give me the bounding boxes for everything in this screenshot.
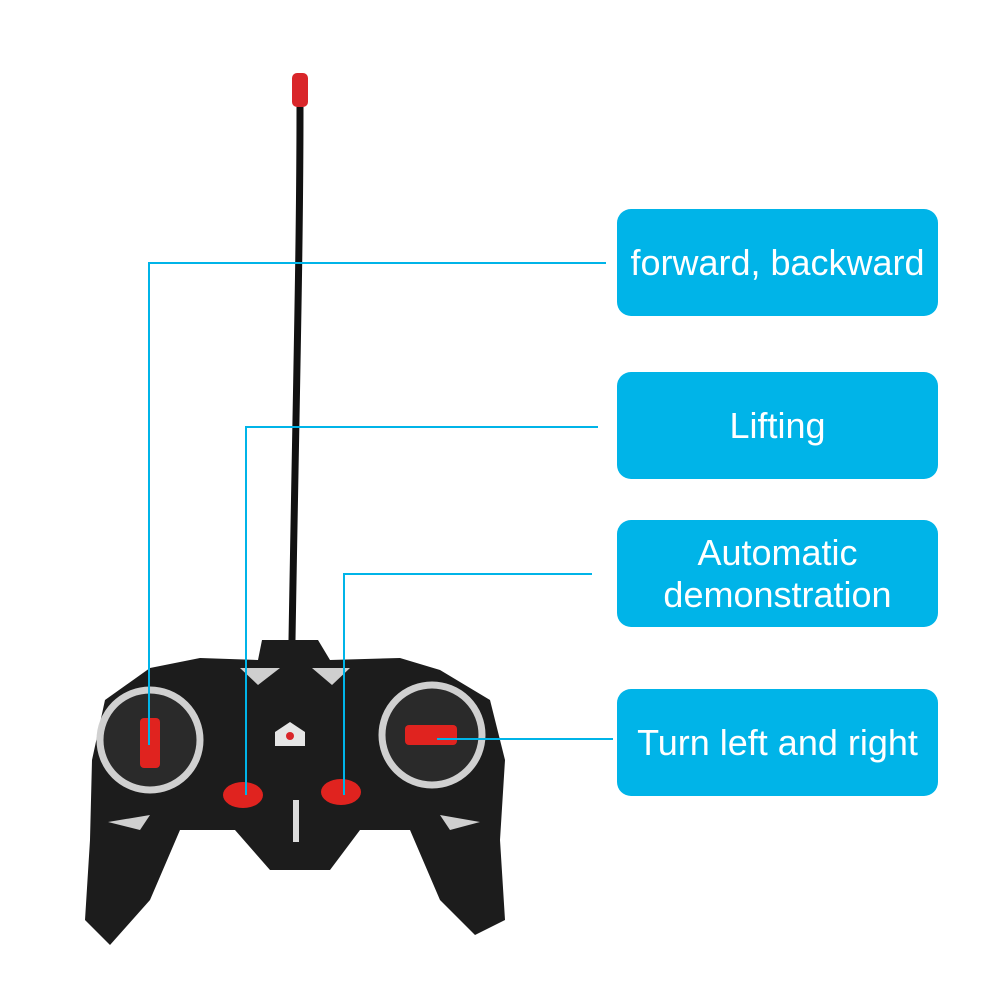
label-turn-left-right: Turn left and right [617,689,938,796]
demo-button[interactable] [321,779,361,805]
power-led [286,732,294,740]
leader-line-forward [148,262,606,745]
leader-line-demo [343,573,592,795]
label-text: Lifting [729,404,826,446]
label-forward-backward: forward, backward [617,209,938,316]
label-text: forward, backward [630,241,925,283]
label-text: Turn left and right [637,721,918,763]
right-stick[interactable] [405,725,457,745]
side-accents [108,815,480,830]
label-automatic-demonstration: Automatic demonstration [617,520,938,627]
label-text: demonstration [663,573,892,615]
center-stripe [293,800,299,842]
antenna-tip [292,73,308,107]
label-text: Automatic [697,531,858,573]
label-lifting: Lifting [617,372,938,479]
lifting-button[interactable] [223,782,263,808]
antenna [288,104,304,641]
accent-left [240,668,280,685]
leader-line-lifting [245,426,598,795]
accent-right [312,668,350,685]
